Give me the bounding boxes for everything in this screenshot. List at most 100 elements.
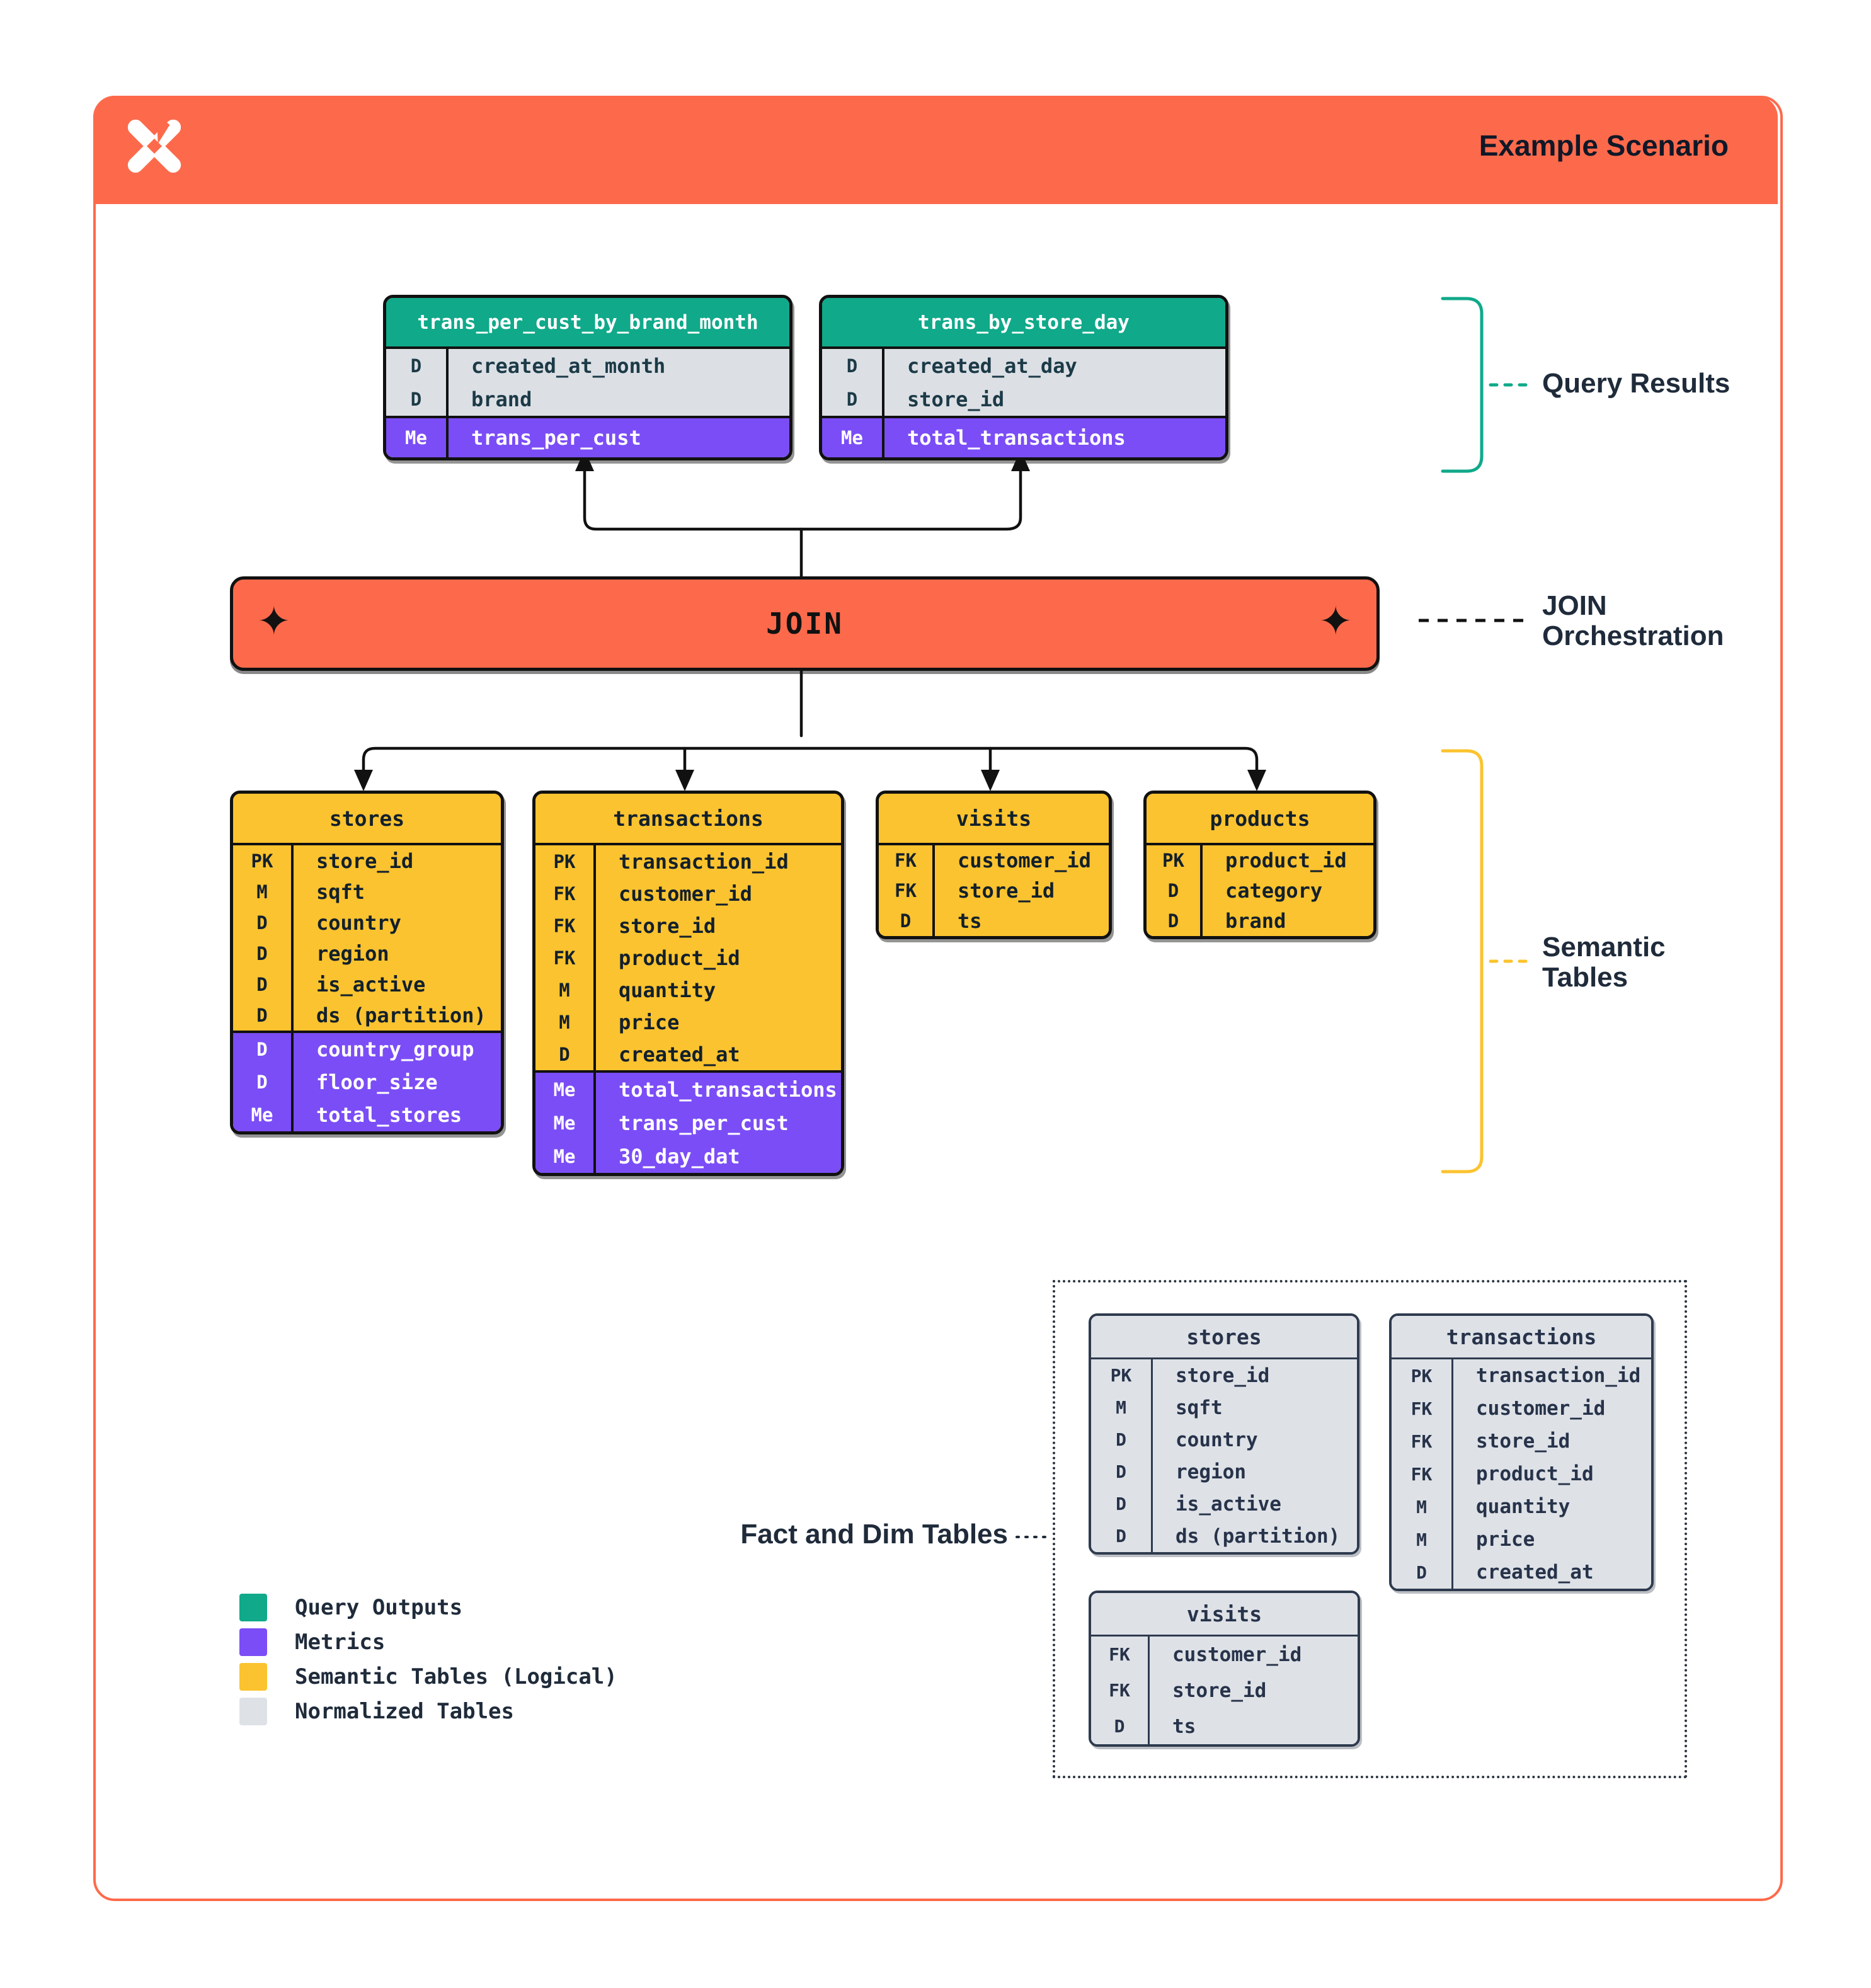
row-badge: D [1147, 876, 1203, 906]
table-metrics-section: Me total_transactions [822, 416, 1225, 457]
row-badge: M [1392, 1523, 1453, 1556]
row-field-name: created_at_month [471, 353, 666, 378]
row-field-name: brand [1225, 909, 1286, 933]
four-point-star-icon: ✦ [257, 598, 291, 646]
join-orchestration-label-line2: Orchestration [1542, 620, 1724, 652]
table-title: products [1147, 794, 1373, 845]
legend-swatch-icon [239, 1593, 267, 1621]
row-badge: FK [535, 877, 596, 910]
row-badge: FK [535, 942, 596, 974]
legend-swatch-icon [239, 1697, 267, 1725]
row-badge: M [1091, 1391, 1153, 1424]
row-badge: D [386, 349, 449, 382]
row-field-name: total_transactions [619, 1077, 837, 1102]
table-title: trans_per_cust_by_brand_month [386, 298, 789, 349]
pinwheel-x-logo [127, 115, 181, 173]
row-badge: D [1091, 1520, 1153, 1552]
row-badge: D [822, 382, 884, 416]
legend-label: Semantic Tables (Logical) [295, 1664, 617, 1689]
row-badge: M [233, 876, 294, 907]
row-field-name: sqft [316, 879, 365, 904]
header-bar: Example Scenario [93, 96, 1778, 204]
legend-item: Metrics [239, 1625, 617, 1659]
row-field-name: store_id [316, 848, 414, 873]
row-field-name: is_active [1176, 1492, 1281, 1516]
row-badge: M [535, 1006, 596, 1038]
row-field-name: store_id [1172, 1679, 1267, 1702]
row-field-name: created_at [619, 1042, 740, 1066]
legend-item: Query Outputs [239, 1590, 617, 1625]
row-badge: D [233, 907, 294, 938]
query-results-label: Query Results [1542, 368, 1731, 399]
row-field-name: is_active [316, 972, 426, 997]
row-badge: PK [1147, 845, 1203, 876]
join-orchestration-label-line1: JOIN [1542, 590, 1607, 621]
row-badge: D [233, 969, 294, 1000]
row-badge: D [822, 349, 884, 382]
row-badge: M [1392, 1490, 1453, 1523]
row-field-name: quantity [1476, 1495, 1571, 1518]
table-title: visits [1091, 1593, 1358, 1637]
row-field-name: total_transactions [907, 426, 1126, 450]
join-label: JOIN [766, 607, 844, 641]
row-badge: D [386, 382, 449, 416]
row-field-name: trans_per_cust [619, 1111, 789, 1135]
row-badge: D [535, 1038, 596, 1070]
row-badge: FK [535, 910, 596, 942]
row-field-name: product_id [1476, 1463, 1594, 1485]
row-badge: Me [822, 418, 884, 457]
row-badge: FK [1091, 1637, 1150, 1672]
row-field-name: customer_id [1476, 1397, 1606, 1420]
legend-swatch-icon [239, 1628, 267, 1656]
row-badge: D [233, 1000, 294, 1031]
row-badge: FK [1392, 1392, 1453, 1425]
row-badge: D [1091, 1708, 1150, 1744]
row-badge: D [1392, 1556, 1453, 1589]
row-field-name: price [1476, 1528, 1535, 1551]
row-badge: Me [535, 1106, 596, 1140]
table-title: stores [1091, 1316, 1357, 1359]
row-field-name: region [1176, 1460, 1246, 1483]
row-field-name: ds (partition) [1176, 1524, 1341, 1548]
row-badge: FK [1091, 1672, 1150, 1708]
row-field-name: price [619, 1010, 680, 1034]
row-field-name: country [316, 910, 401, 935]
row-badge: FK [879, 845, 935, 876]
table-row: FK store_id [1091, 1672, 1358, 1708]
semantic-tables-label-line1: Semantic [1542, 932, 1666, 963]
row-badge: M [535, 974, 596, 1006]
